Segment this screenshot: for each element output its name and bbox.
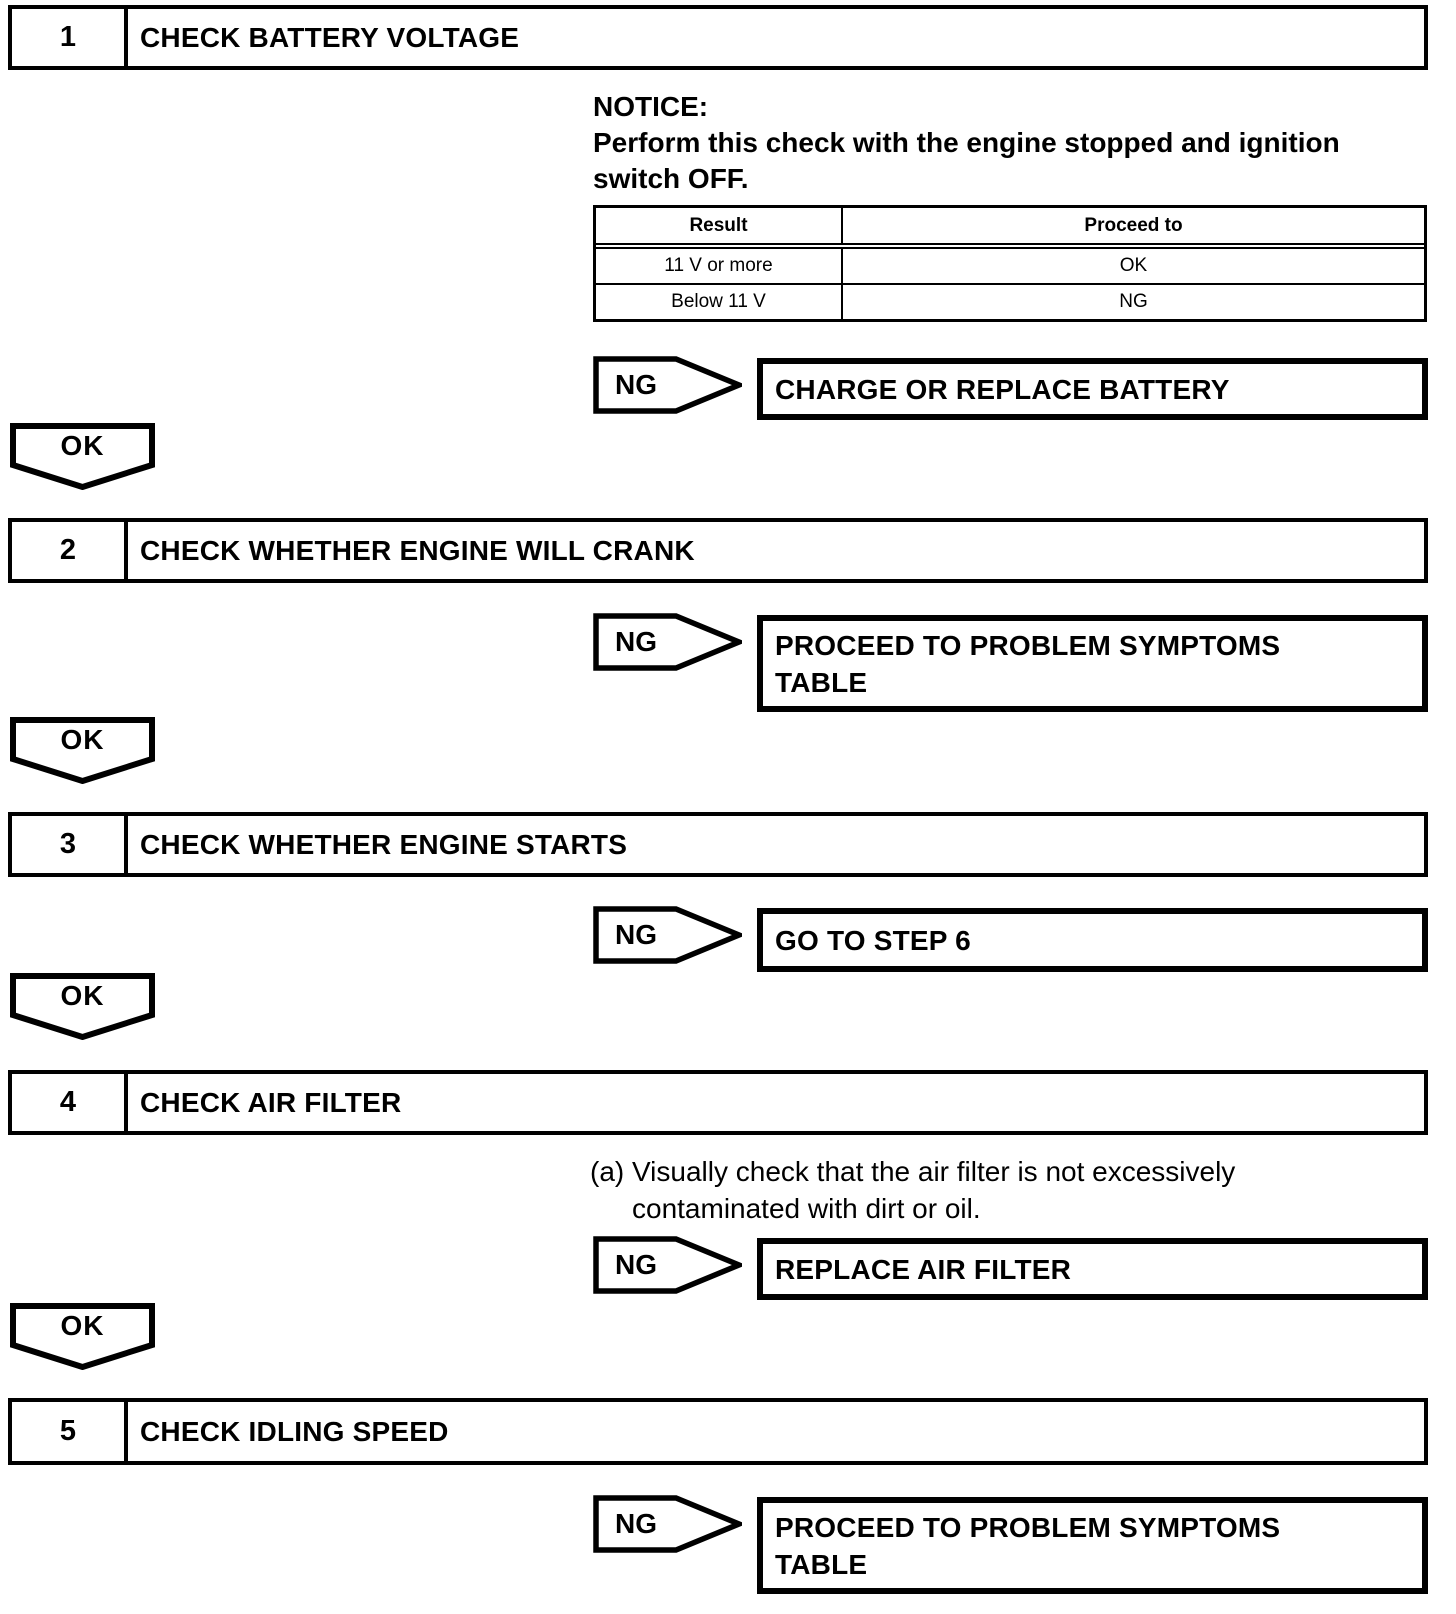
step-number: 3 bbox=[12, 816, 128, 873]
table-row: Below 11 V NG bbox=[596, 283, 1424, 319]
step-number: 5 bbox=[12, 1402, 128, 1461]
ng-arrow-label: NG bbox=[615, 1249, 657, 1280]
ng-action-box: REPLACE AIR FILTER bbox=[757, 1238, 1428, 1300]
ok-arrow-icon bbox=[10, 423, 155, 490]
ng-arrow: NG bbox=[593, 1236, 742, 1294]
step-3-ng-branch: NG GO TO STEP 6 bbox=[593, 906, 1428, 972]
ng-action-text: REPLACE AIR FILTER bbox=[775, 1253, 1072, 1285]
ng-arrow-icon bbox=[593, 356, 742, 414]
step-number: 4 bbox=[12, 1074, 128, 1131]
substep-text: Visually check that the air filter is no… bbox=[632, 1156, 1236, 1224]
step-2-header: 2 CHECK WHETHER ENGINE WILL CRANK bbox=[8, 518, 1428, 583]
step-4-ok-connector: OK bbox=[10, 1303, 155, 1370]
step-1-ng-branch: NG CHARGE OR REPLACE BATTERY bbox=[593, 356, 1428, 420]
table-row: 11 V or more OK bbox=[596, 249, 1424, 283]
step-1-ok-connector: OK bbox=[10, 423, 155, 490]
step-title: CHECK IDLING SPEED bbox=[140, 1415, 449, 1447]
table-header-separator bbox=[596, 243, 1424, 249]
notice-text: Perform this check with the engine stopp… bbox=[593, 127, 1340, 194]
step-number: 2 bbox=[12, 522, 128, 579]
step-4-ng-branch: NG REPLACE AIR FILTER bbox=[593, 1236, 1428, 1300]
ng-arrow-icon bbox=[593, 1236, 742, 1294]
step-2-ng-branch: NG PROCEED TO PROBLEM SYMPTOMS TABLE bbox=[593, 613, 1428, 712]
ng-arrow: NG bbox=[593, 906, 742, 964]
result-table: Result Proceed to 11 V or more OK Below … bbox=[593, 205, 1427, 322]
notice-label: NOTICE: bbox=[593, 91, 709, 122]
ng-arrow-label: NG bbox=[615, 919, 657, 950]
step-3-ok-connector: OK bbox=[10, 973, 155, 1040]
table-cell-proceed: OK bbox=[1119, 255, 1148, 276]
ng-action-box: CHARGE OR REPLACE BATTERY bbox=[757, 358, 1428, 420]
ng-action-box: PROCEED TO PROBLEM SYMPTOMS TABLE bbox=[757, 615, 1428, 712]
ng-arrow-icon bbox=[593, 906, 742, 964]
ng-arrow-icon bbox=[593, 613, 742, 671]
table-header-proceed: Proceed to bbox=[1084, 214, 1183, 236]
step-title: CHECK WHETHER ENGINE WILL CRANK bbox=[140, 534, 695, 566]
substep-label: (a) bbox=[590, 1156, 625, 1187]
step-4-substep-a: (a) Visually check that the air filter i… bbox=[590, 1153, 1332, 1227]
step-2-ok-connector: OK bbox=[10, 717, 155, 784]
ng-action-text: PROCEED TO PROBLEM SYMPTOMS TABLE bbox=[775, 1511, 1281, 1580]
ng-arrow-label: NG bbox=[615, 626, 657, 657]
step-title: CHECK AIR FILTER bbox=[140, 1086, 402, 1118]
ok-arrow-icon bbox=[10, 1303, 155, 1370]
ok-label: OK bbox=[60, 724, 105, 755]
ng-arrow: NG bbox=[593, 356, 742, 414]
ok-label: OK bbox=[60, 1310, 105, 1341]
ng-action-text: PROCEED TO PROBLEM SYMPTOMS TABLE bbox=[775, 629, 1281, 698]
step-title: CHECK WHETHER ENGINE STARTS bbox=[140, 828, 628, 860]
ng-action-box: GO TO STEP 6 bbox=[757, 908, 1428, 972]
step-number: 1 bbox=[12, 9, 128, 66]
ng-arrow-label: NG bbox=[615, 1508, 657, 1539]
ok-arrow-icon bbox=[10, 717, 155, 784]
ok-label: OK bbox=[60, 430, 105, 461]
step-5-header: 5 CHECK IDLING SPEED bbox=[8, 1398, 1428, 1465]
table-header-row: Result Proceed to bbox=[596, 208, 1424, 243]
table-header-result: Result bbox=[596, 208, 843, 243]
ng-action-text: GO TO STEP 6 bbox=[775, 924, 971, 956]
step-1-header: 1 CHECK BATTERY VOLTAGE bbox=[8, 5, 1428, 70]
ok-label: OK bbox=[60, 980, 105, 1011]
ng-arrow: NG bbox=[593, 613, 742, 671]
table-cell-result: Below 11 V bbox=[596, 285, 843, 319]
table-cell-result: 11 V or more bbox=[596, 249, 843, 283]
table-cell-proceed: NG bbox=[1119, 291, 1148, 312]
step-4-header: 4 CHECK AIR FILTER bbox=[8, 1070, 1428, 1135]
notice-block: NOTICE: Perform this check with the engi… bbox=[593, 89, 1421, 197]
ng-arrow-label: NG bbox=[615, 369, 657, 400]
ng-action-box: PROCEED TO PROBLEM SYMPTOMS TABLE bbox=[757, 1497, 1428, 1594]
step-3-header: 3 CHECK WHETHER ENGINE STARTS bbox=[8, 812, 1428, 877]
step-5-ng-branch: NG PROCEED TO PROBLEM SYMPTOMS TABLE bbox=[593, 1495, 1428, 1594]
ng-arrow-icon bbox=[593, 1495, 742, 1553]
ok-arrow-icon bbox=[10, 973, 155, 1040]
ng-arrow: NG bbox=[593, 1495, 742, 1553]
step-title: CHECK BATTERY VOLTAGE bbox=[140, 21, 520, 53]
ng-action-text: CHARGE OR REPLACE BATTERY bbox=[775, 373, 1230, 405]
